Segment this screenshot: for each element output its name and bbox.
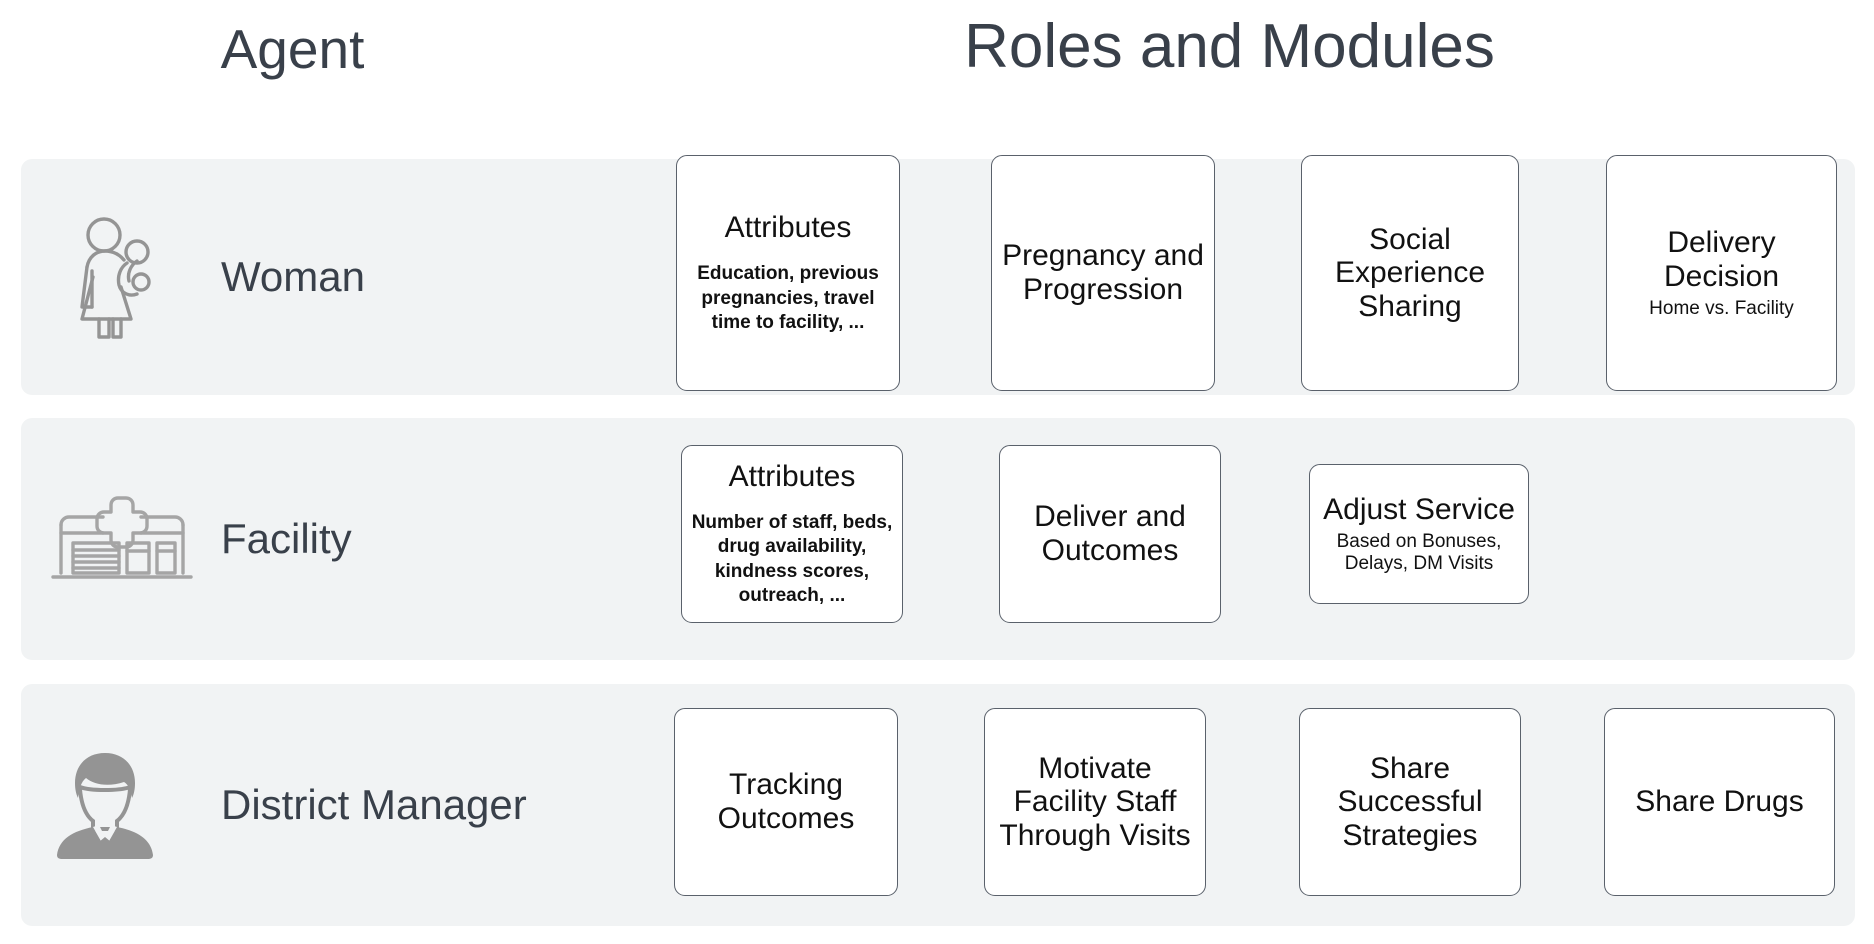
agent-identity-facility: Facility (21, 418, 581, 660)
card-title: Delivery Decision (1663, 226, 1780, 293)
card-subtitle: Education, previous pregnancies, travel … (697, 263, 879, 333)
card-title: Share Successful Strategies (1337, 751, 1483, 852)
agent-label-woman: Woman (221, 253, 365, 301)
module-card-deliver-and-outcomes[interactable]: Deliver and Outcomes (999, 445, 1221, 623)
agent-row-facility: Facility Attributes Number of staff, bed… (21, 418, 1855, 660)
card-title: Social Experience Sharing (1334, 222, 1486, 323)
card-title: Deliver and Outcomes (1034, 500, 1186, 567)
module-card-tracking-outcomes[interactable]: Tracking Outcomes (674, 708, 898, 896)
module-card-pregnancy-and-progression[interactable]: Pregnancy and Progression (991, 155, 1215, 391)
column-heading-roles-and-modules: Roles and Modules (964, 12, 1495, 81)
card-title: Motivate Facility Staff Through Visits (999, 751, 1191, 852)
module-card-delivery-decision[interactable]: Delivery Decision Home vs. Facility (1606, 155, 1837, 391)
diagram-header: Agent Roles and Modules (0, 0, 1874, 150)
module-card-attributes-facility[interactable]: Attributes Number of staff, beds, drug a… (681, 445, 903, 623)
module-card-social-experience-sharing[interactable]: Social Experience Sharing (1301, 155, 1519, 391)
module-card-attributes-woman[interactable]: Attributes Education, previous pregnanci… (676, 155, 900, 391)
card-title: Attributes (728, 459, 856, 493)
manager-avatar-icon (57, 753, 153, 859)
card-title: Adjust Service (1323, 493, 1515, 527)
agent-row-woman: Woman Attributes Education, previous pre… (21, 155, 1855, 395)
card-title: Pregnancy and Progression (1002, 239, 1204, 306)
column-heading-agent: Agent (220, 18, 365, 80)
card-subtitle: Based on Bonuses, Delays, DM Visits (1336, 530, 1502, 574)
card-subtitle: Home vs. Facility (1649, 297, 1794, 319)
module-card-share-drugs[interactable]: Share Drugs (1604, 708, 1835, 896)
card-title: Share Drugs (1635, 785, 1804, 819)
card-title: Attributes (724, 210, 852, 244)
agent-identity-district-manager: District Manager (21, 684, 581, 926)
mother-with-baby-icon (80, 217, 151, 339)
clinic-building-icon (51, 496, 193, 579)
module-card-adjust-service[interactable]: Adjust Service Based on Bonuses, Delays,… (1309, 464, 1529, 604)
agent-label-district-manager: District Manager (221, 781, 527, 829)
module-card-share-successful-strategies[interactable]: Share Successful Strategies (1299, 708, 1521, 896)
agent-label-facility: Facility (221, 515, 352, 563)
agent-row-district-manager: District Manager Tracking Outcomes Motiv… (21, 684, 1855, 926)
card-title: Tracking Outcomes (717, 768, 855, 835)
agent-identity-woman: Woman (21, 159, 581, 395)
module-card-motivate-facility-staff[interactable]: Motivate Facility Staff Through Visits (984, 708, 1206, 896)
card-subtitle: Number of staff, beds, drug availability… (691, 512, 893, 607)
